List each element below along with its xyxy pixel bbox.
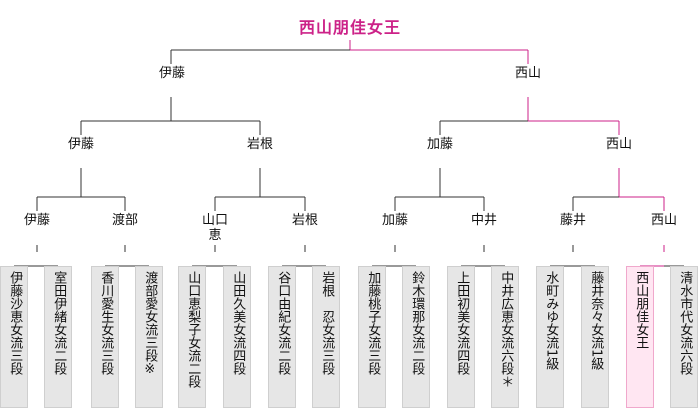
player-box-3: 香川愛生女流三段 <box>91 266 119 408</box>
player-box-12: 中井広恵女流六段＊ <box>491 266 519 408</box>
player-box-6: 山田久美女流四段 <box>223 266 251 408</box>
player-box-2: 室田伊緒女流二段 <box>44 266 72 408</box>
player-box-10: 鈴木環那女流二段 <box>402 266 430 408</box>
round16-node-6: 中井 <box>470 213 497 228</box>
semifinal-node-1: 伊藤 <box>158 66 185 81</box>
quarterfinal-node-2: 岩根 <box>246 137 273 152</box>
quarterfinal-node-1: 伊藤 <box>67 137 94 152</box>
round16-node-2: 渡部 <box>111 213 138 228</box>
player-box-4: 渡部愛女流三段※ <box>135 266 163 408</box>
player-box-14: 藤井奈々女流1級 <box>581 266 609 408</box>
player-box-9: 加藤桃子女流三段 <box>358 266 386 408</box>
quarterfinal-node-3: 加藤 <box>426 137 453 152</box>
player-box-7: 谷口由紀女流二段 <box>268 266 296 408</box>
round16-node-4: 岩根 <box>291 213 318 228</box>
round16-node-5: 加藤 <box>381 213 408 228</box>
semifinal-node-2: 西山 <box>514 66 541 81</box>
player-box-8: 岩根 忍女流三段 <box>312 266 340 408</box>
round16-node-8: 西山 <box>650 213 677 228</box>
player-box-5: 山口恵梨子女流二段 <box>178 266 206 408</box>
player-box-15-winner: 西山朋佳女王 <box>626 266 654 408</box>
round16-node-3: 山口恵 <box>201 213 228 243</box>
player-box-11: 上田初美女流四段 <box>447 266 475 408</box>
quarterfinal-node-4: 西山 <box>605 137 632 152</box>
round16-node-7: 藤井 <box>559 213 586 228</box>
round16-node-1: 伊藤 <box>23 213 50 228</box>
player-box-1: 伊藤沙恵女流三段 <box>0 266 28 408</box>
champion-title: 西山朋佳女王 <box>298 18 401 37</box>
player-box-13: 水町みゆ女流1級 <box>536 266 564 408</box>
player-box-16: 清水市代女流六段 <box>670 266 698 408</box>
